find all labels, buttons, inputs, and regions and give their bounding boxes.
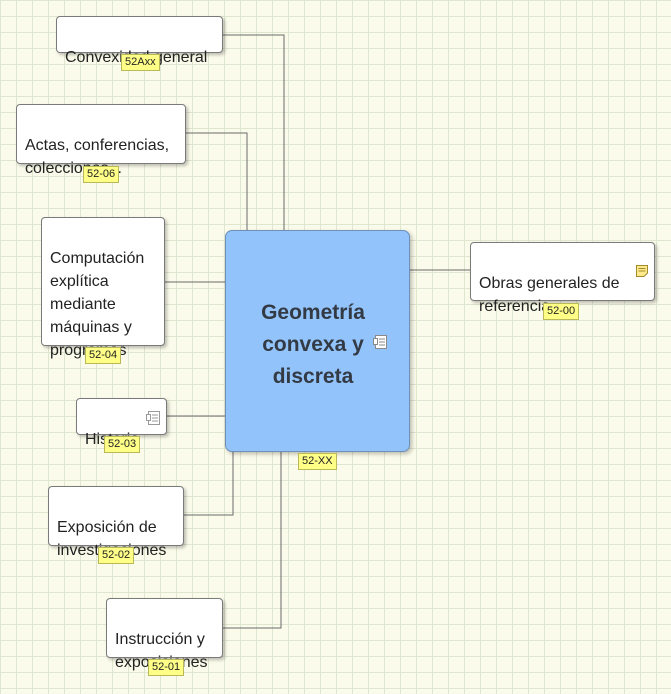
central-topic[interactable]: Geometría convexa y discreta: [225, 230, 410, 452]
code-badge: 52-01: [148, 659, 185, 676]
notes-icon[interactable]: [146, 410, 162, 426]
connector-convexidad: [223, 34, 285, 230]
topic-instruccion-exposiciones[interactable]: Instrucción y exposiciones: [106, 598, 223, 671]
topic-convexidad-general[interactable]: Convexidad general: [56, 16, 223, 66]
code-badge: 52-06: [83, 166, 120, 183]
topic-label: Actas, conferencias, colecciones...: [25, 137, 170, 177]
code-badge: 52-00: [543, 303, 580, 320]
connector-exposicion: [183, 452, 234, 516]
note-icon[interactable]: [635, 264, 649, 278]
topic-exposicion-investigaciones[interactable]: Exposición de investigaciones: [48, 486, 184, 559]
notes-icon[interactable]: [373, 334, 389, 350]
connector-actas: [185, 132, 248, 230]
code-badge-central: 52-XX: [298, 453, 337, 470]
code-badge: 52-04: [85, 347, 122, 364]
topic-computacion-explicita[interactable]: Computación explítica mediante máquinas …: [41, 217, 165, 359]
code-badge: 52-02: [98, 547, 135, 564]
topic-label: Computación explítica mediante máquinas …: [50, 250, 145, 359]
code-badge: 52Axx: [121, 54, 160, 71]
code-badge: 52-03: [104, 436, 141, 453]
connector-instruccion: [223, 452, 282, 629]
central-title: Geometría convexa y discreta: [261, 301, 365, 388]
topic-actas-conferencias[interactable]: Actas, conferencias, colecciones...: [16, 104, 186, 177]
topic-historia[interactable]: Historia: [76, 398, 167, 448]
topic-label: Obras generales de referencia: [479, 275, 620, 315]
topic-obras-generales[interactable]: Obras generales de referencia: [470, 242, 655, 315]
